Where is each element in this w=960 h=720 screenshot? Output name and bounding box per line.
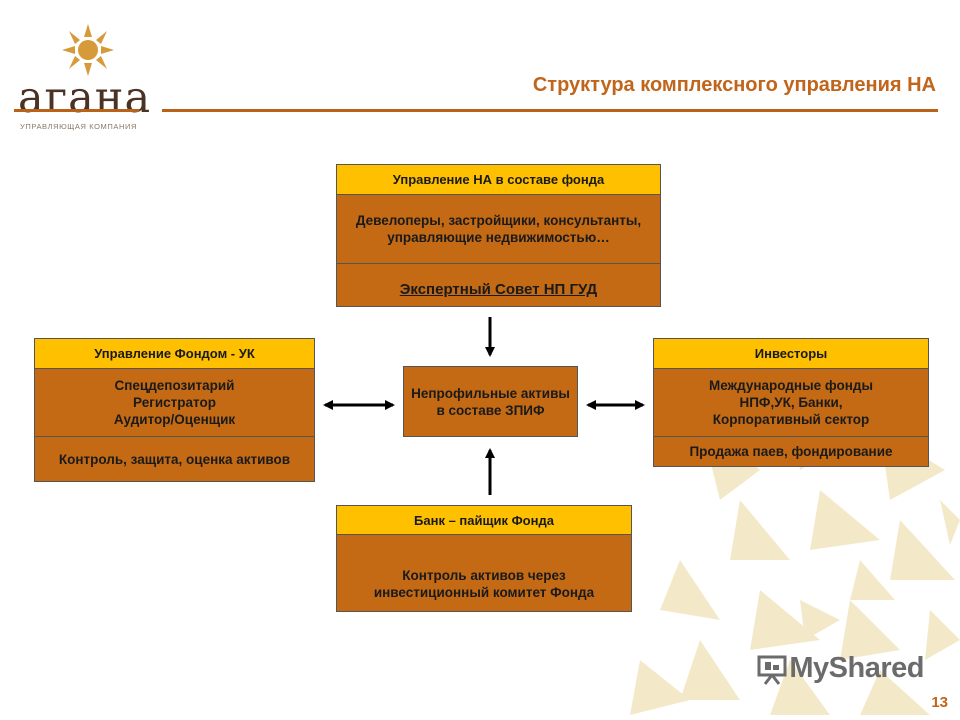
top-box-body: Девелоперы, застройщики, консультанты, у…: [336, 194, 661, 264]
watermark-text: MyShared: [789, 652, 924, 684]
right-box-line: Корпоративный сектор: [712, 412, 870, 427]
page-number: 13: [931, 694, 948, 711]
top-box-header: Управление НА в составе фонда: [336, 164, 661, 195]
right-box-line: Международные фонды: [708, 378, 873, 393]
company-logo: агана УПРАВЛЯЮЩАЯ КОМПАНИЯ: [14, 22, 164, 132]
logo-subtitle: УПРАВЛЯЮЩАЯ КОМПАНИЯ: [20, 122, 138, 131]
page-title: Структура комплексного управления НА: [532, 74, 936, 96]
center-box: Непрофильные активы в составе ЗПИФ: [403, 366, 578, 437]
sun-logo-icon: [62, 24, 114, 76]
left-box-body: Спецдепозитарий Регистратор Аудитор/Оцен…: [34, 368, 315, 437]
title-divider-left: [14, 109, 139, 112]
left-box-line: Регистратор: [133, 395, 216, 410]
left-box-header: Управление Фондом - УК: [34, 338, 315, 369]
right-box-header: Инвесторы: [653, 338, 929, 369]
logo-wordmark: агана: [18, 73, 152, 123]
right-box-line: НПФ,УК, Банки,: [739, 395, 843, 410]
presentation-icon: [757, 655, 787, 685]
left-box-line: Спецдепозитарий: [114, 378, 235, 393]
top-box-footer: Экспертный Совет НП ГУД: [336, 263, 661, 307]
right-box-body: Международные фонды НПФ,УК, Банки, Корпо…: [653, 368, 929, 437]
watermark: MyShared: [753, 652, 924, 685]
left-box-line: Аудитор/Оценщик: [113, 412, 236, 427]
top-box-footer-text: Экспертный Совет НП ГУД: [399, 281, 598, 298]
bottom-box-header: Банк – пайщик Фонда: [336, 505, 632, 535]
title-divider: [162, 109, 938, 112]
right-box-footer: Продажа паев, фондирование: [653, 436, 929, 467]
left-box-footer: Контроль, защита, оценка активов: [34, 436, 315, 482]
bottom-box-body: Контроль активов через инвестиционный ко…: [336, 534, 632, 612]
